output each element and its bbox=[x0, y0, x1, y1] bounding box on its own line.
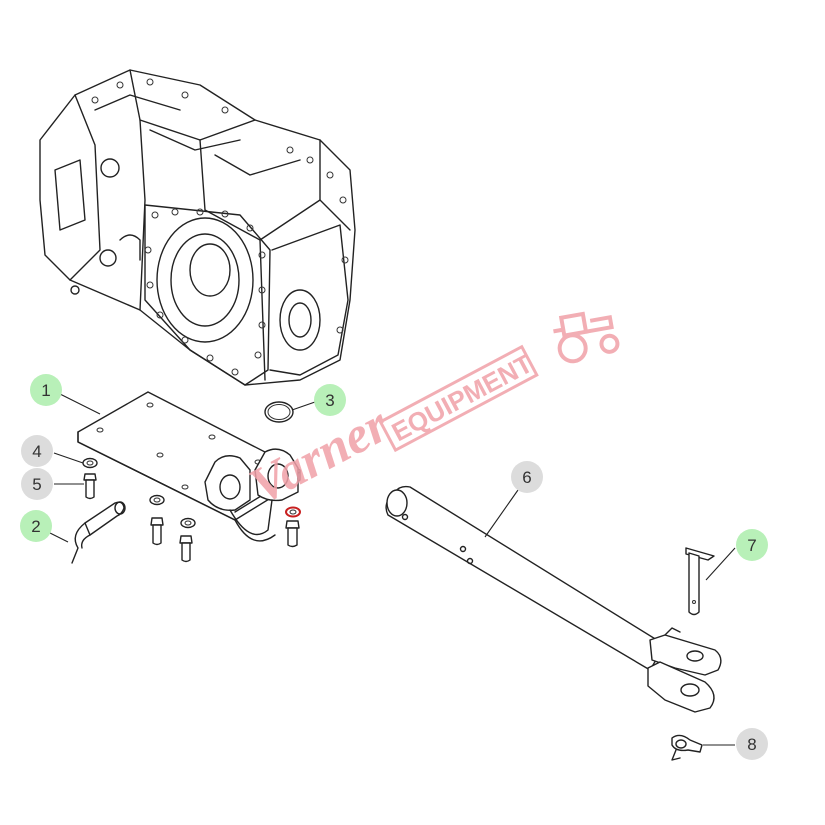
mounting-plate bbox=[77, 391, 301, 542]
callout-label: 2 bbox=[31, 517, 40, 536]
callout-7: 7 bbox=[736, 529, 768, 561]
washer bbox=[82, 457, 196, 529]
watermark-block-text: EQUIPMENT bbox=[387, 348, 538, 447]
callout-label: 8 bbox=[747, 735, 756, 754]
callout-3: 3 bbox=[314, 384, 346, 416]
callout-5: 5 bbox=[21, 468, 53, 500]
callout-label: 5 bbox=[32, 475, 41, 494]
callout-6: 6 bbox=[511, 461, 543, 493]
callout-1: 1 bbox=[30, 374, 62, 406]
lock-washer-red bbox=[285, 506, 301, 518]
leader-lines bbox=[43, 392, 736, 746]
callout-label: 7 bbox=[747, 536, 756, 555]
callout-label: 3 bbox=[325, 391, 334, 410]
drawbar bbox=[385, 485, 722, 713]
callout-4: 4 bbox=[21, 435, 53, 467]
bolt bbox=[83, 473, 300, 563]
callout-label: 6 bbox=[522, 468, 531, 487]
transmission-housing bbox=[39, 69, 356, 386]
o-ring bbox=[264, 401, 294, 423]
callout-2: 2 bbox=[20, 510, 52, 542]
callout-label: 1 bbox=[41, 381, 50, 400]
lynch-pin bbox=[71, 501, 126, 564]
clevis-pin bbox=[685, 547, 715, 616]
callout-label: 4 bbox=[32, 442, 41, 461]
clip bbox=[671, 734, 703, 761]
callout-8: 8 bbox=[736, 728, 768, 760]
tractor-icon bbox=[553, 311, 620, 364]
